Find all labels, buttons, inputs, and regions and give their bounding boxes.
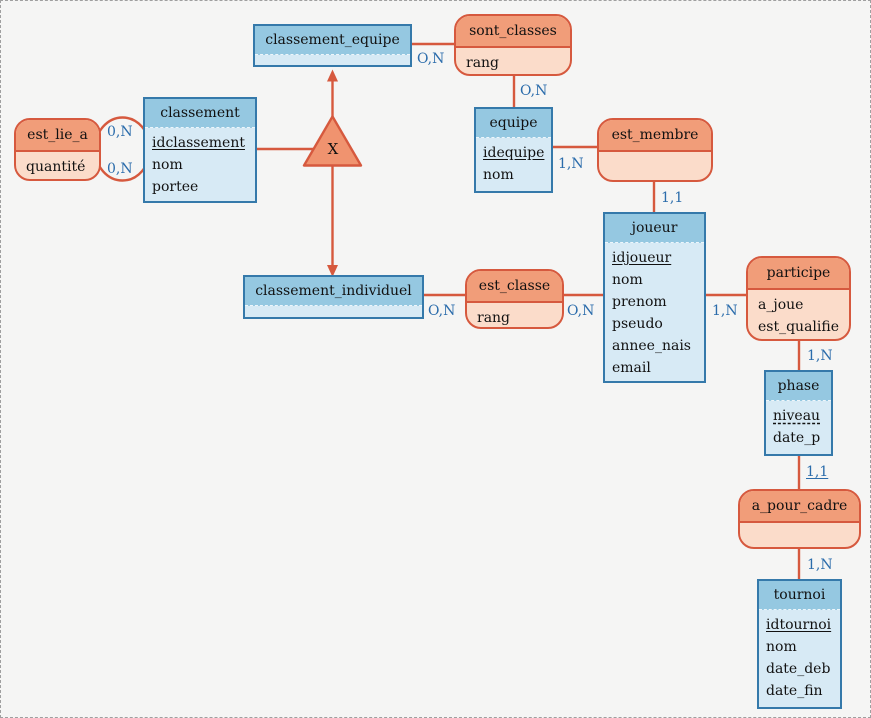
entity-title: phase bbox=[766, 372, 831, 401]
entity-title: joueur bbox=[605, 214, 704, 243]
relationship-attributes: rang bbox=[456, 48, 570, 74]
entity-attributes: idclassement nom portee bbox=[145, 128, 255, 201]
attribute: portee bbox=[152, 179, 199, 195]
attribute: est_qualifie bbox=[758, 319, 839, 335]
cardinality-label: 1,N bbox=[807, 557, 833, 573]
attribute: date_fin bbox=[766, 683, 823, 699]
relationship-title: est_membre bbox=[599, 120, 711, 152]
entity-title: classement bbox=[145, 99, 255, 128]
cardinality-label: 0,N bbox=[107, 124, 133, 140]
attribute: quantité bbox=[26, 159, 86, 175]
relationship-title: participe bbox=[748, 258, 849, 290]
attribute: nom bbox=[766, 639, 797, 655]
attribute: nom bbox=[152, 157, 183, 173]
cardinality-label: 1,1 bbox=[806, 464, 829, 480]
constraint-label: X bbox=[327, 140, 339, 158]
cardinality-label: 1,N bbox=[712, 303, 738, 319]
entity-title: tournoi bbox=[759, 581, 840, 610]
attribute: nom bbox=[483, 167, 514, 183]
relationship-a-pour-cadre: a_pour_cadre bbox=[738, 489, 861, 549]
attribute: prenom bbox=[612, 294, 667, 310]
cardinality-label: O,N bbox=[417, 51, 445, 67]
entity-title: classement_equipe bbox=[255, 26, 410, 55]
arrowhead-down-icon bbox=[327, 265, 338, 277]
attribute: nom bbox=[612, 272, 643, 288]
entity-joueur: joueur idjoueur nom prenom pseudo annee_nais… bbox=[603, 212, 706, 383]
entity-attributes: niveau date_p bbox=[766, 401, 831, 454]
attribute: niveau bbox=[773, 408, 821, 424]
entity-phase: phase niveau date_p bbox=[764, 370, 833, 456]
relationship-participe: participe a_joue est_qualifie bbox=[746, 256, 851, 341]
relationship-est-lie-a: est_lie_a quantité bbox=[14, 118, 101, 181]
relationship-est-classe: est_classe rang bbox=[465, 269, 564, 329]
entity-attributes bbox=[245, 306, 422, 315]
attribute: rang bbox=[477, 310, 511, 326]
entity-classement-individuel: classement_individuel bbox=[243, 275, 424, 319]
relationship-attributes: quantité bbox=[16, 152, 99, 179]
attribute: idjoueur bbox=[612, 250, 672, 266]
attribute: email bbox=[612, 360, 651, 376]
attribute: idtournoi bbox=[766, 617, 832, 633]
attribute: idequipe bbox=[483, 145, 545, 161]
relationship-attributes: a_joue est_qualifie bbox=[748, 290, 849, 339]
entity-title: classement_individuel bbox=[245, 277, 422, 306]
attribute: a_joue bbox=[758, 297, 804, 313]
attribute: annee_nais bbox=[612, 338, 691, 354]
entity-title: equipe bbox=[476, 109, 551, 138]
relationship-title: sont_classes bbox=[456, 16, 570, 48]
cardinality-label: O,N bbox=[567, 303, 595, 319]
attribute: idclassement bbox=[152, 135, 245, 151]
relationship-attributes bbox=[599, 152, 711, 176]
cardinality-label: 1,N bbox=[558, 156, 584, 172]
entity-classement: classement idclassement nom portee bbox=[143, 97, 257, 203]
entity-tournoi: tournoi idtournoi nom date_deb date_fin bbox=[757, 579, 842, 709]
attribute: date_deb bbox=[766, 661, 831, 677]
relationship-title: est_classe bbox=[467, 271, 562, 303]
relationship-attributes bbox=[740, 523, 859, 547]
relationship-title: est_lie_a bbox=[16, 120, 99, 152]
exclusion-constraint-triangle bbox=[302, 115, 363, 167]
relationship-sont-classes: sont_classes rang bbox=[454, 14, 572, 76]
entity-attributes: idequipe nom bbox=[476, 138, 551, 191]
entity-attributes bbox=[255, 55, 410, 64]
cardinality-label: 0,N bbox=[107, 161, 133, 177]
relationship-est-membre: est_membre bbox=[597, 118, 713, 182]
attribute: pseudo bbox=[612, 316, 663, 332]
relationship-title: a_pour_cadre bbox=[740, 491, 859, 523]
cardinality-label: 1,N bbox=[807, 348, 833, 364]
relationship-attributes: rang bbox=[467, 303, 562, 327]
attribute: rang bbox=[466, 55, 500, 71]
cardinality-label: O,N bbox=[520, 83, 548, 99]
attribute: date_p bbox=[773, 430, 821, 446]
cardinality-label: 1,1 bbox=[661, 190, 684, 206]
entity-attributes: idtournoi nom date_deb date_fin bbox=[759, 610, 840, 707]
entity-classement-equipe: classement_equipe bbox=[253, 24, 412, 67]
entity-equipe: equipe idequipe nom bbox=[474, 107, 553, 193]
arrowhead-up-icon bbox=[327, 69, 338, 82]
cardinality-label: O,N bbox=[428, 303, 456, 319]
